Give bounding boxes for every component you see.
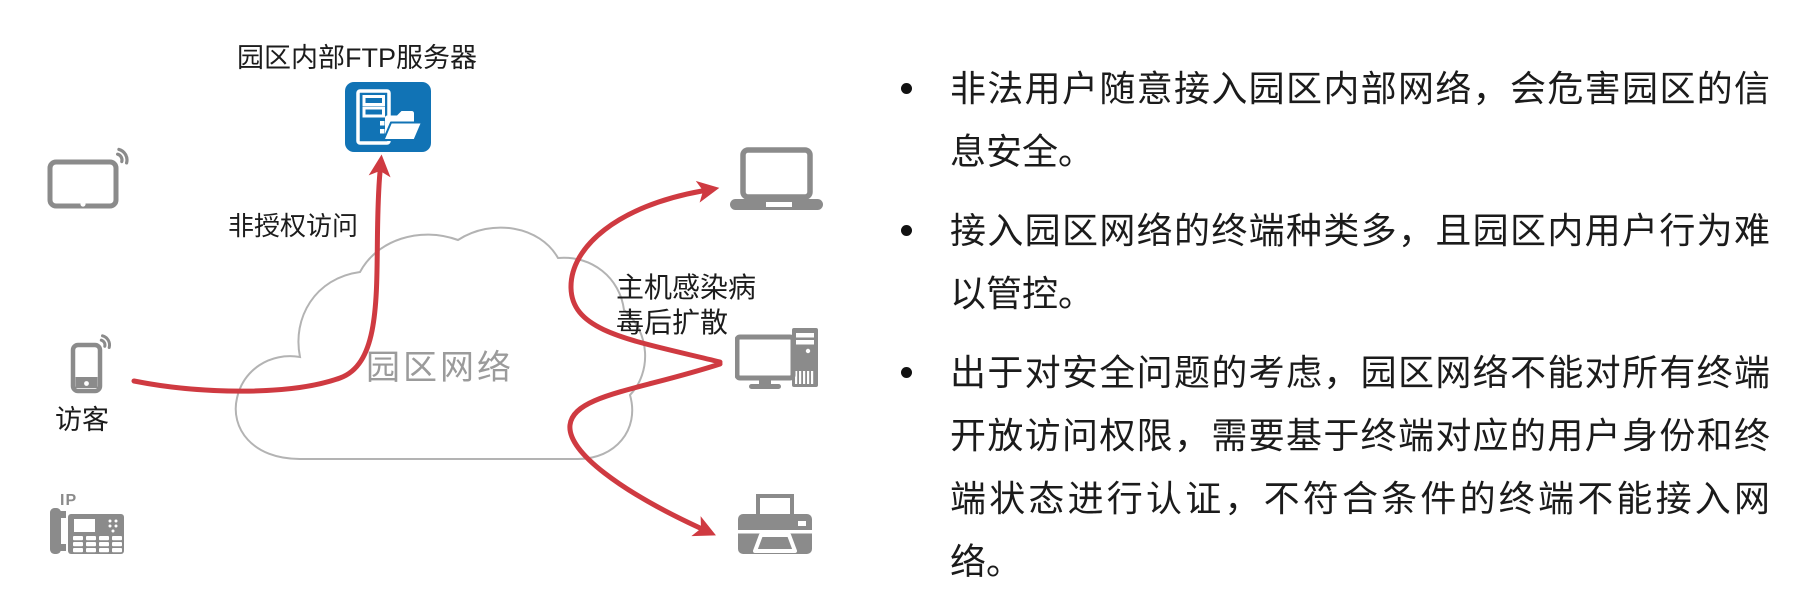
laptop-icon [728, 147, 825, 218]
unauthorized-access-label: 非授权访问 [228, 211, 359, 241]
tablet-icon [44, 144, 132, 215]
wifi-icon [99, 334, 112, 349]
ftp-server-icon [345, 82, 431, 157]
tower-vents [795, 371, 814, 384]
arrow-virus-to-laptop [568, 180, 723, 365]
bullet-icon [901, 83, 912, 94]
list-item: 出于对安全问题的考虑，园区网络不能对所有终端开放访问权限，需要基于终端对应的用户… [888, 341, 1770, 589]
bullet-text: 出于对安全问题的考虑，园区网络不能对所有终端开放访问权限，需要基于终端对应的用户… [950, 352, 1770, 582]
handset [50, 508, 61, 554]
arrow-virus-to-printer [567, 361, 723, 537]
cloud-outline [234, 226, 647, 460]
arrow-unauthorized-access [131, 154, 391, 394]
phone-icon [64, 326, 116, 399]
ftp-server-label: 园区内部FTP服务器 [237, 43, 477, 73]
list-item: 非法用户随意接入园区内部网络，会危害园区的信息安全。 [888, 57, 1770, 183]
wifi-icon [116, 147, 129, 165]
visitor-label: 访客 [55, 405, 109, 435]
keypad [73, 536, 122, 553]
bullet-text: 接入园区网络的终端种类多，且园区内用户行为难以管控。 [950, 210, 1770, 314]
list-item: 接入园区网络的终端种类多，且园区内用户行为难以管控。 [888, 199, 1770, 325]
campus-network-label: 园区网络 [366, 349, 514, 387]
issues-list: 非法用户随意接入园区内部网络，会危害园区的信息安全。 接入园区网络的终端种类多，… [888, 57, 1772, 589]
network-diagram [131, 154, 723, 537]
virus-spread-label: 主机感染病毒后扩散 [616, 272, 757, 338]
ip-phone-icon [46, 490, 126, 563]
printer-icon [736, 494, 814, 563]
ip-phone-label: IP [60, 492, 78, 509]
desktop-icon [734, 328, 819, 400]
bullet-icon [901, 367, 912, 378]
bullet-icon [901, 225, 912, 236]
bullet-text: 非法用户随意接入园区内部网络，会危害园区的信息安全。 [950, 68, 1770, 172]
